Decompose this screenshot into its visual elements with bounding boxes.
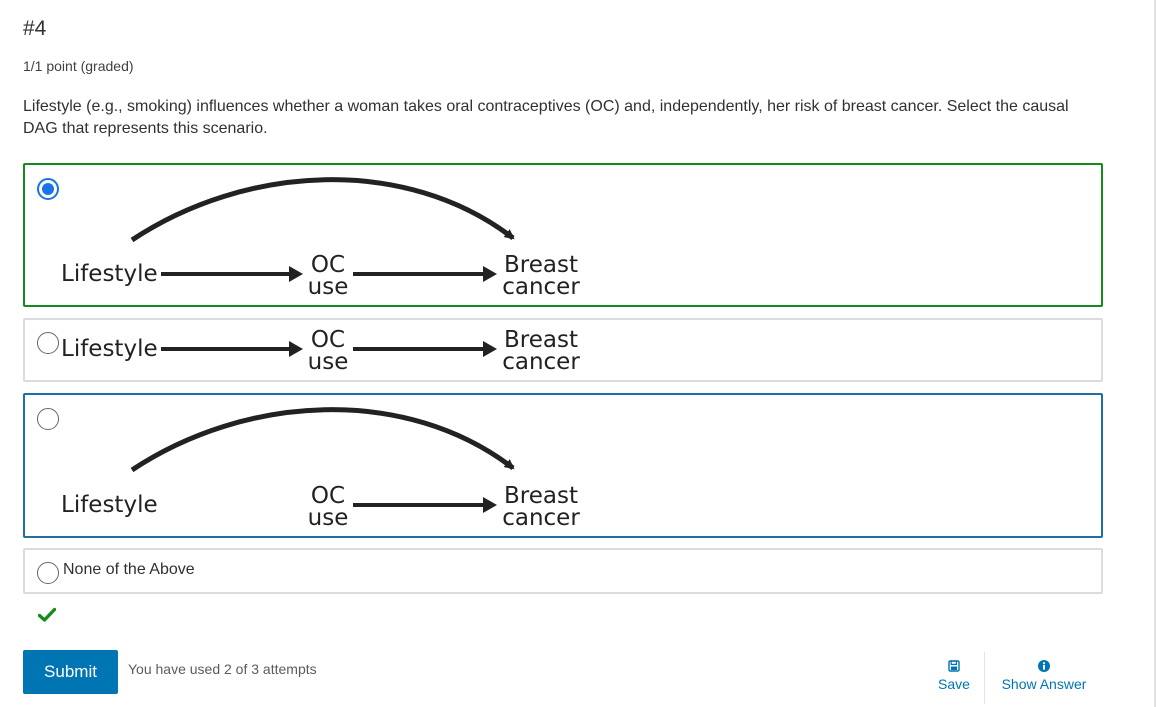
radio-button-c[interactable] <box>37 408 59 430</box>
radio-button-b[interactable] <box>37 332 59 354</box>
info-icon <box>1038 660 1050 672</box>
choice-option-b[interactable]: Lifestyle OC use Breast cancer <box>23 318 1103 382</box>
node-lifestyle: Lifestyle <box>61 336 158 362</box>
node-breast-cancer: Breast cancer <box>501 483 581 531</box>
radio-button-a[interactable] <box>37 178 59 200</box>
node-oc-use-line2: use <box>307 505 349 531</box>
save-label: Save <box>938 676 970 692</box>
node-oc-use-line1: OC <box>310 327 346 353</box>
attempts-status: You have used 2 of 3 attempts <box>128 661 317 677</box>
node-oc-use-line1: OC <box>310 252 346 278</box>
node-oc-use-line2: use <box>307 349 349 375</box>
node-oc-use-line2: use <box>307 274 349 300</box>
submit-button[interactable]: Submit <box>23 650 118 694</box>
arrow-lifestyle-to-breast-cancer <box>130 407 515 473</box>
action-divider <box>984 652 985 704</box>
dag-diagram-b <box>161 341 497 357</box>
arrow-lifestyle-to-breast-cancer <box>130 177 515 243</box>
node-breast-cancer: Breast cancer <box>501 252 581 300</box>
node-oc-use-line1: OC <box>310 483 346 509</box>
node-oc-use: OC use <box>307 483 349 531</box>
radio-button-d[interactable] <box>37 562 59 584</box>
node-breast-cancer-line1: Breast <box>504 252 578 278</box>
problem-prompt: Lifestyle (e.g., smoking) influences whe… <box>23 98 1069 137</box>
show-answer-button[interactable]: Show Answer <box>996 660 1092 692</box>
choice-option-c[interactable]: Lifestyle OC use Breast cancer <box>23 393 1103 538</box>
node-oc-use: OC use <box>307 327 349 375</box>
dag-diagram-a <box>130 177 515 282</box>
node-breast-cancer-line1: Breast <box>504 483 578 509</box>
page-right-border <box>1154 0 1156 707</box>
node-breast-cancer-line1: Breast <box>504 327 578 353</box>
node-oc-use: OC use <box>307 252 349 300</box>
show-answer-label: Show Answer <box>1001 676 1087 692</box>
choice-option-a[interactable]: Lifestyle OC use Breast cancer <box>23 163 1103 307</box>
save-button[interactable]: Save <box>930 660 978 692</box>
choice-option-d[interactable]: None of the Above <box>23 548 1103 594</box>
node-lifestyle: Lifestyle <box>61 492 158 518</box>
dag-diagram-c <box>130 407 515 513</box>
checkmark-icon <box>38 607 56 622</box>
node-breast-cancer-line2: cancer <box>502 274 580 300</box>
node-lifestyle: Lifestyle <box>61 261 158 287</box>
problem-title: #4 <box>23 17 47 40</box>
node-breast-cancer-line2: cancer <box>502 505 580 531</box>
node-breast-cancer-line2: cancer <box>502 349 580 375</box>
choice-d-label: None of the Above <box>63 561 195 578</box>
problem-progress: 1/1 point (graded) <box>23 58 134 74</box>
save-icon <box>948 660 960 672</box>
node-breast-cancer: Breast cancer <box>501 327 581 375</box>
